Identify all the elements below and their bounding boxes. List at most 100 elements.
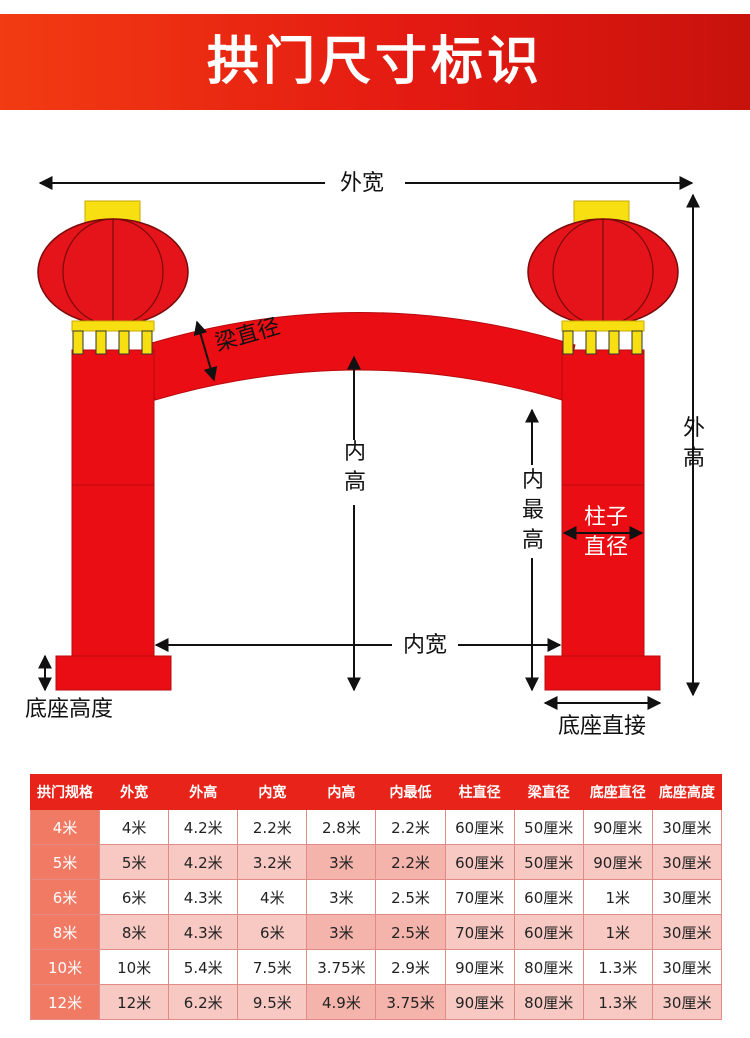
table-cell: 60厘米 xyxy=(444,844,515,880)
table-cell: 70厘米 xyxy=(444,914,515,950)
table-cell: 30厘米 xyxy=(651,809,723,845)
table-row: 10米 10米 5.4米 7.5米 3.75米 2.9米 90厘米 80厘米 1… xyxy=(29,949,723,985)
table-cell: 70厘米 xyxy=(444,879,515,915)
table-cell: 8米 xyxy=(29,914,101,950)
header-cell: 柱直径 xyxy=(444,774,515,810)
table-cell: 90厘米 xyxy=(582,844,653,880)
outer-height-label: 外 高 xyxy=(681,414,707,474)
table-cell: 50厘米 xyxy=(513,844,584,880)
inner-max-height-char-3: 高 xyxy=(521,528,544,553)
right-base xyxy=(544,655,661,691)
table-row: 12米 12米 6.2米 9.5米 4.9米 3.75米 90厘米 80厘米 1… xyxy=(29,984,723,1020)
table-cell: 2.9米 xyxy=(375,949,446,985)
table-cell: 5米 xyxy=(29,844,101,880)
table-cell: 6米 xyxy=(29,879,101,915)
table-cell: 3米 xyxy=(306,914,377,950)
table-cell: 4.2米 xyxy=(168,844,239,880)
outer-height-char-1: 外 xyxy=(682,416,705,441)
base-height-label: 底座高度 xyxy=(25,697,114,722)
table-cell: 4米 xyxy=(99,809,170,845)
table-cell: 2.2米 xyxy=(375,809,446,845)
table-cell: 60厘米 xyxy=(513,879,584,915)
header-cell: 内高 xyxy=(306,774,377,810)
table-cell: 4米 xyxy=(29,809,101,845)
inner-width-label: 内宽 xyxy=(403,633,448,658)
pillar-diameter-line-2: 直径 xyxy=(583,535,628,560)
table-cell: 3.2米 xyxy=(237,844,308,880)
inner-height-char-1: 内 xyxy=(343,440,366,465)
table-cell: 30厘米 xyxy=(651,914,723,950)
table-cell: 2.5米 xyxy=(375,914,446,950)
spec-table: 拱门规格 外宽 外高 内宽 内高 内最低 柱直径 梁直径 底座直径 底座高度 4… xyxy=(29,774,723,1020)
left-pillar xyxy=(71,349,155,661)
table-cell: 1.3米 xyxy=(582,984,653,1020)
table-cell: 12米 xyxy=(99,984,170,1020)
header-cell: 内最低 xyxy=(375,774,446,810)
table-cell: 90厘米 xyxy=(444,949,515,985)
table-cell: 4.2米 xyxy=(168,809,239,845)
table-cell: 1.3米 xyxy=(582,949,653,985)
table-cell: 5.4米 xyxy=(168,949,239,985)
table-row: 4米 4米 4.2米 2.2米 2.8米 2.2米 60厘米 50厘米 90厘米… xyxy=(29,809,723,845)
table-cell: 10米 xyxy=(29,949,101,985)
pillar-diameter-line-1: 柱子 xyxy=(583,505,628,530)
table-cell: 3.75米 xyxy=(306,949,377,985)
table-cell: 4.3米 xyxy=(168,879,239,915)
table-cell: 90厘米 xyxy=(582,809,653,845)
inner-max-height-char-1: 内 xyxy=(521,468,544,493)
title-banner: 拱门尺寸标识 xyxy=(0,14,750,110)
table-cell: 2.2米 xyxy=(237,809,308,845)
table-cell: 10米 xyxy=(99,949,170,985)
header-cell: 底座直径 xyxy=(582,774,653,810)
inner-height-char-2: 高 xyxy=(343,470,366,495)
table-cell: 80厘米 xyxy=(513,984,584,1020)
left-lantern xyxy=(37,200,189,355)
inner-max-height-label: 内 最 高 xyxy=(520,466,546,556)
table-cell: 3米 xyxy=(306,844,377,880)
table-cell: 4.9米 xyxy=(306,984,377,1020)
left-base xyxy=(55,655,172,691)
header-cell: 拱门规格 xyxy=(29,774,101,810)
beam-diameter-arrow xyxy=(193,320,218,382)
outer-width-label: 外宽 xyxy=(340,171,385,196)
table-cell: 30厘米 xyxy=(651,949,723,985)
inner-height-label: 内 高 xyxy=(342,438,368,498)
arch-beam xyxy=(144,312,576,401)
table-cell: 4米 xyxy=(237,879,308,915)
table-cell: 8米 xyxy=(99,914,170,950)
table-cell: 5米 xyxy=(99,844,170,880)
base-direct-label: 底座直接 xyxy=(558,714,647,739)
table-row: 5米 5米 4.2米 3.2米 3米 2.2米 60厘米 50厘米 90厘米 3… xyxy=(29,844,723,880)
table-cell: 30厘米 xyxy=(651,879,723,915)
table-cell: 4.3米 xyxy=(168,914,239,950)
table-row: 8米 8米 4.3米 6米 3米 2.5米 70厘米 60厘米 1米 30厘米 xyxy=(29,914,723,950)
header-cell: 梁直径 xyxy=(513,774,584,810)
table-cell: 2.5米 xyxy=(375,879,446,915)
table-cell: 30厘米 xyxy=(651,844,723,880)
table-cell: 2.2米 xyxy=(375,844,446,880)
table-row: 6米 6米 4.3米 4米 3米 2.5米 70厘米 60厘米 1米 30厘米 xyxy=(29,879,723,915)
table-cell: 30厘米 xyxy=(651,984,723,1020)
header-cell: 外宽 xyxy=(99,774,170,810)
outer-height-char-2: 高 xyxy=(682,446,705,471)
table-cell: 2.8米 xyxy=(306,809,377,845)
table-cell: 6米 xyxy=(99,879,170,915)
table-cell: 60厘米 xyxy=(444,809,515,845)
right-lantern xyxy=(527,200,679,355)
table-cell: 90厘米 xyxy=(444,984,515,1020)
inner-max-height-char-2: 最 xyxy=(521,498,544,523)
pillar-diameter-label: 柱子 直径 xyxy=(576,503,636,563)
header-cell: 内宽 xyxy=(237,774,308,810)
table-cell: 9.5米 xyxy=(237,984,308,1020)
table-cell: 3.75米 xyxy=(375,984,446,1020)
table-cell: 80厘米 xyxy=(513,949,584,985)
table-cell: 12米 xyxy=(29,984,101,1020)
table-header-row: 拱门规格 外宽 外高 内宽 内高 内最低 柱直径 梁直径 底座直径 底座高度 xyxy=(29,774,723,810)
table-cell: 3米 xyxy=(306,879,377,915)
table-cell: 60厘米 xyxy=(513,914,584,950)
header-cell: 外高 xyxy=(168,774,239,810)
header-cell: 底座高度 xyxy=(651,774,723,810)
page-title: 拱门尺寸标识 xyxy=(206,32,543,92)
table-cell: 1米 xyxy=(582,879,653,915)
table-cell: 6.2米 xyxy=(168,984,239,1020)
